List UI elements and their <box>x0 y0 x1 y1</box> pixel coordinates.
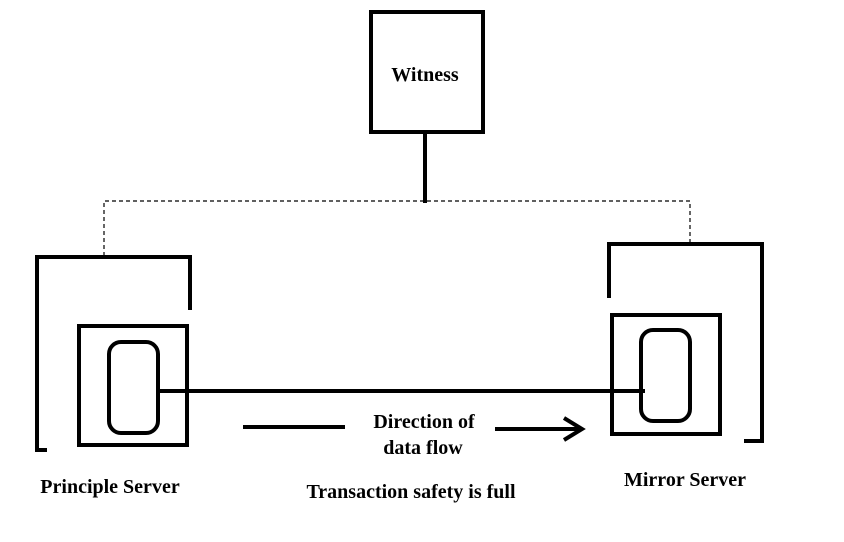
principal-database-icon <box>107 340 160 435</box>
mirror-database-icon <box>639 328 692 423</box>
arrow-head-icon <box>562 416 586 442</box>
mirror-server: Mirror Server <box>607 242 764 491</box>
principal-server-label: Principle Server <box>40 476 180 498</box>
witness-label: Witness <box>391 64 459 86</box>
principal-server-bracket <box>35 255 192 452</box>
mirror-server-box <box>610 313 722 436</box>
principal-server-box <box>77 324 189 447</box>
mirror-server-label: Mirror Server <box>624 469 746 491</box>
witness-node: Witness <box>369 10 485 134</box>
transaction-safety-label: Transaction safety is full <box>306 481 516 503</box>
data-flow-label-line2: data flow <box>383 437 463 459</box>
data-flow-label-line1: Direction of <box>373 411 475 433</box>
mirror-server-bracket <box>607 242 764 443</box>
data-flow-arrow <box>243 416 586 442</box>
witness-dashed-link <box>103 200 691 256</box>
principal-server: Principle Server <box>35 255 192 498</box>
